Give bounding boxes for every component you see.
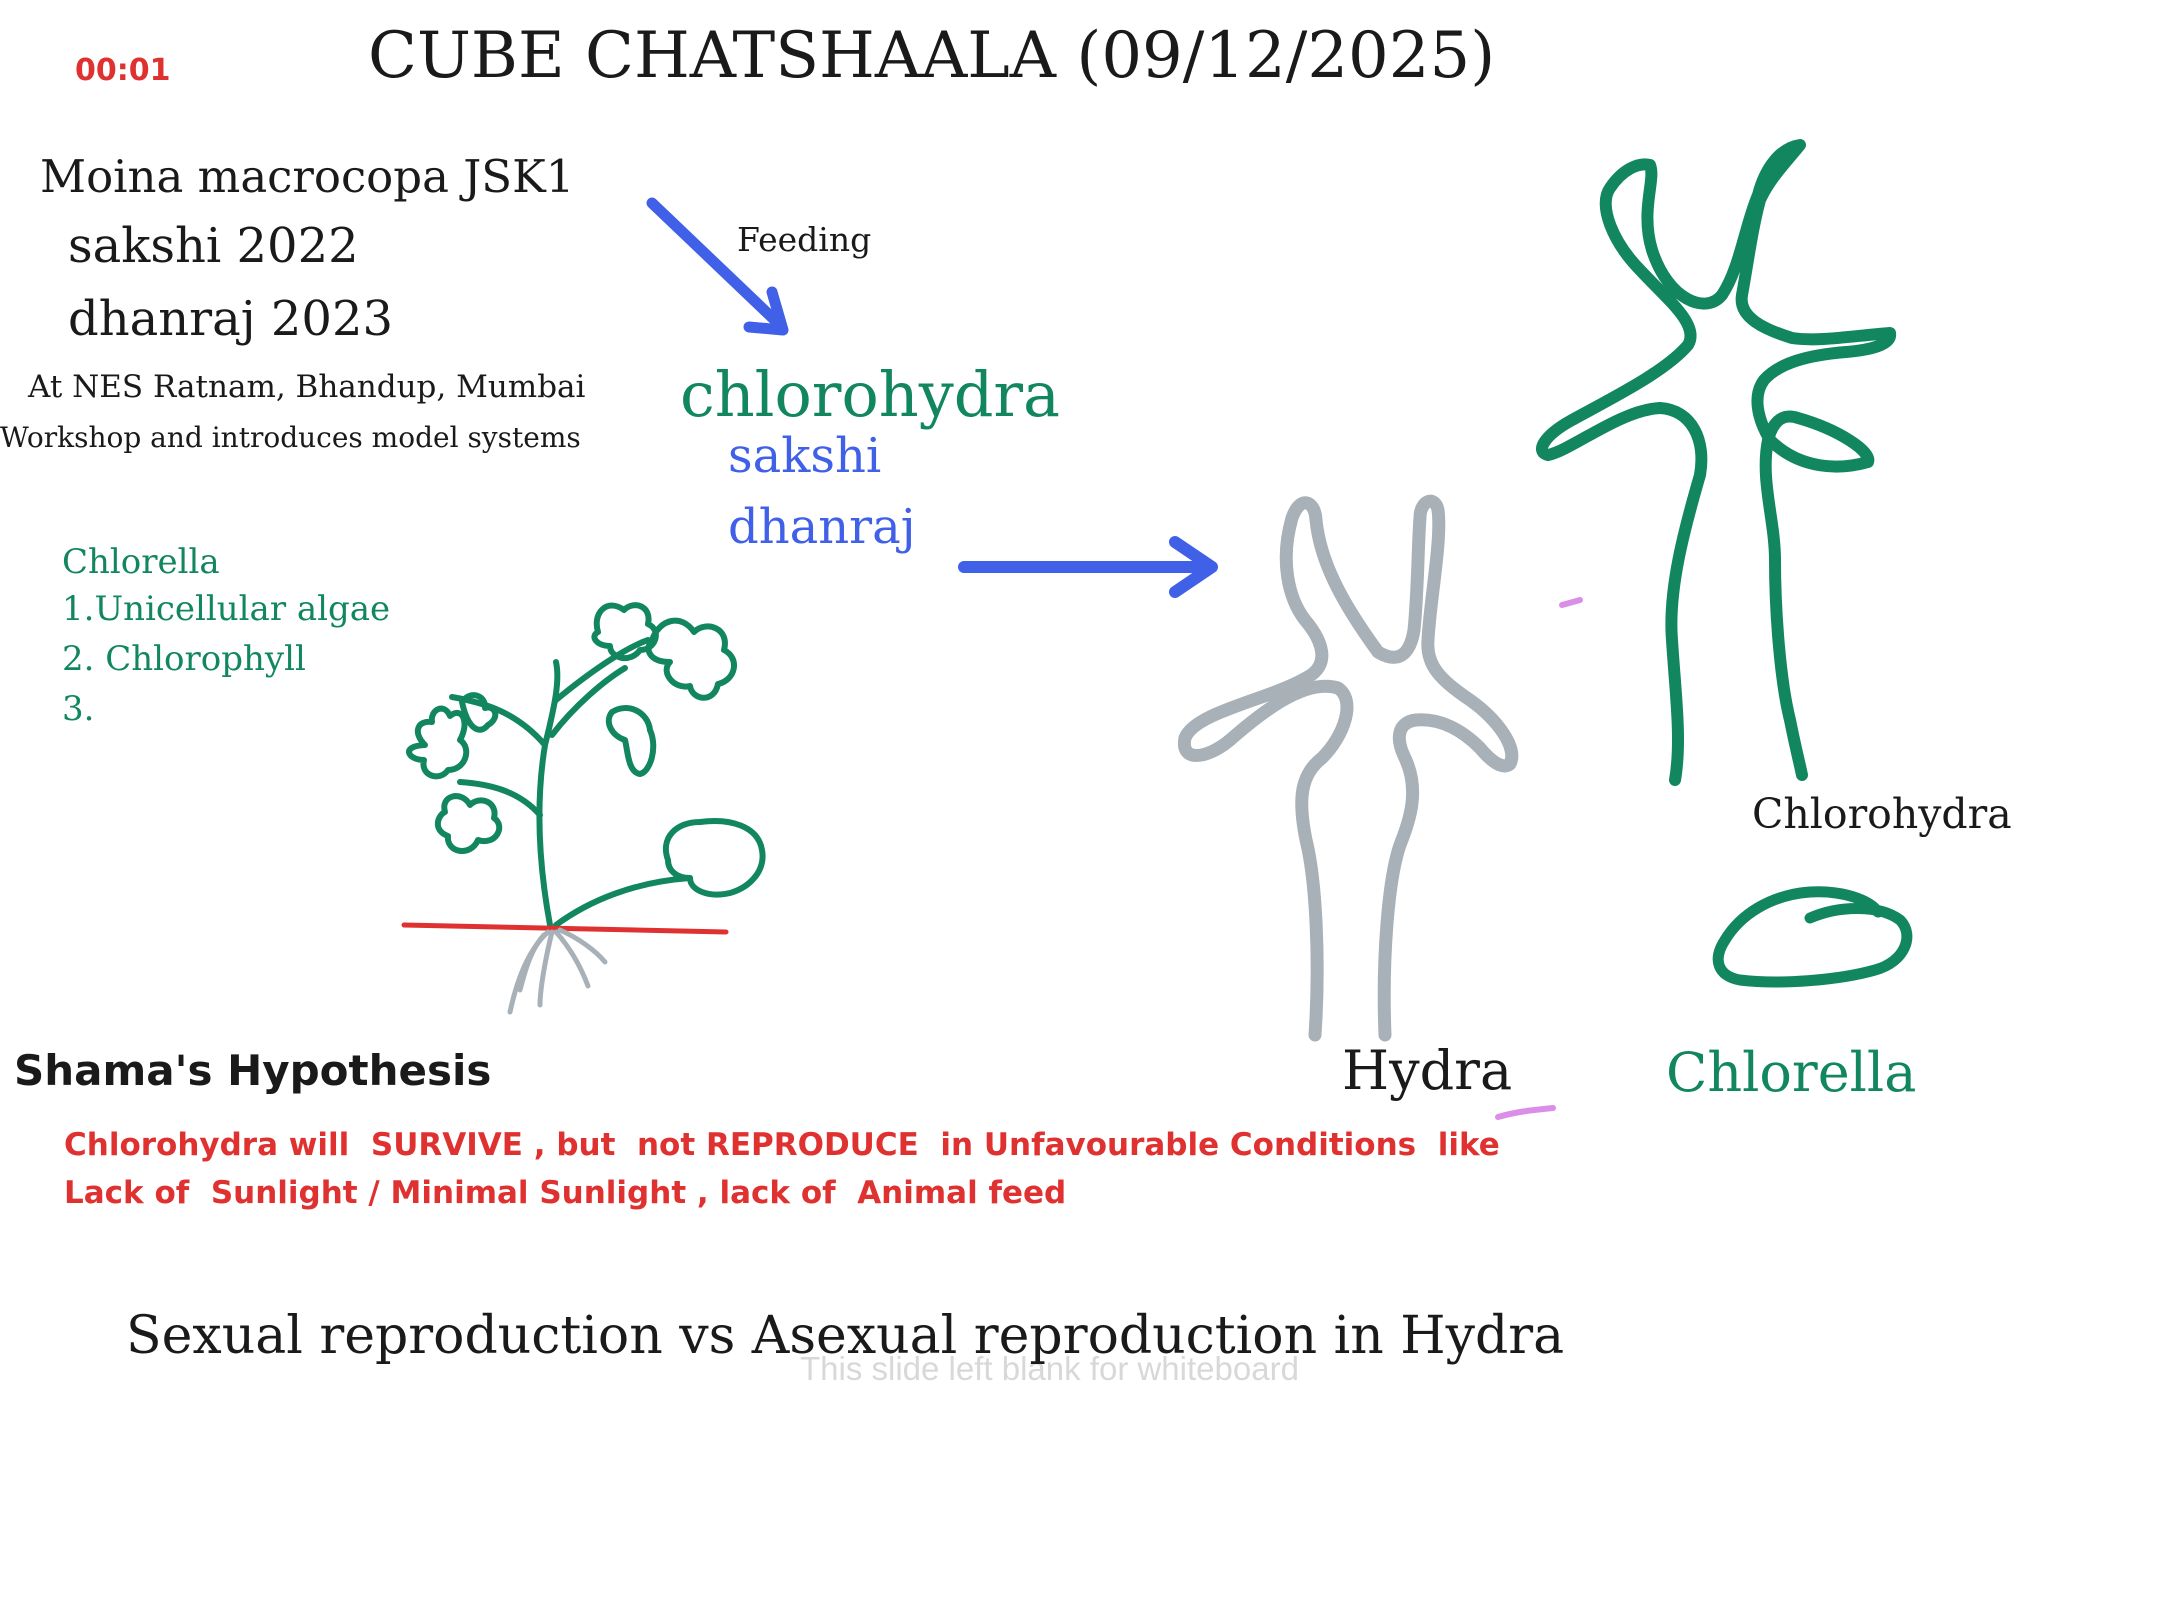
slide-title: CUBE CHATSHAALA (09/12/2025) (368, 19, 1496, 93)
chlorella-note-1: 1.Unicellular algae (62, 589, 391, 629)
reproduction-heading: Sexual reproduction vs Asexual reproduct… (126, 1306, 1565, 1366)
moina-heading: Moina macrocopa JSK1 (40, 150, 575, 203)
hydra-sketch (1177, 494, 1519, 1042)
chlorella-notes-title: Chlorella (62, 542, 220, 582)
plant-sketch (401, 602, 766, 1015)
hypothesis-line-2: Lack of Sunlight / Minimal Sunlight , la… (64, 1175, 1067, 1211)
chlorella-cell-sketch (1712, 886, 1913, 988)
workshop-description: Workshop and introduces model systems (0, 421, 581, 454)
location-text: At NES Ratnam, Bhandup, Mumbai (28, 369, 586, 405)
feeding-arrow (646, 197, 789, 336)
chlorohydra-to-hydra-arrow (958, 536, 1218, 598)
blank-slide-watermark: This slide left blank for whiteboard (800, 1350, 1299, 1387)
chlorohydra-label: Chlorohydra (1752, 790, 2012, 838)
chlorohydra-name-sakshi: sakshi (728, 428, 882, 484)
chlorohydra-sketch (1536, 139, 1896, 786)
feeding-label: Feeding (737, 220, 872, 259)
chlorella-note-2: 2. Chlorophyll (62, 639, 306, 679)
sakshi-2022: sakshi 2022 (68, 218, 359, 274)
chlorella-note-3: 3. (62, 689, 95, 729)
soil-line (401, 922, 729, 935)
chlorohydra-heading: chlorohydra (680, 358, 1061, 431)
hypothesis-line-1: Chlorohydra will SURVIVE , but not REPRO… (64, 1127, 1500, 1163)
chlorella-label: Chlorella (1666, 1041, 1917, 1104)
chlorohydra-name-dhanraj: dhanraj (728, 499, 916, 555)
timer-display: 00:01 (75, 53, 171, 88)
pink-marks (1495, 597, 1583, 1120)
hypothesis-title: Shama's Hypothesis (14, 1046, 492, 1095)
hydra-label: Hydra (1342, 1039, 1513, 1102)
dhanraj-2023: dhanraj 2023 (68, 291, 394, 347)
